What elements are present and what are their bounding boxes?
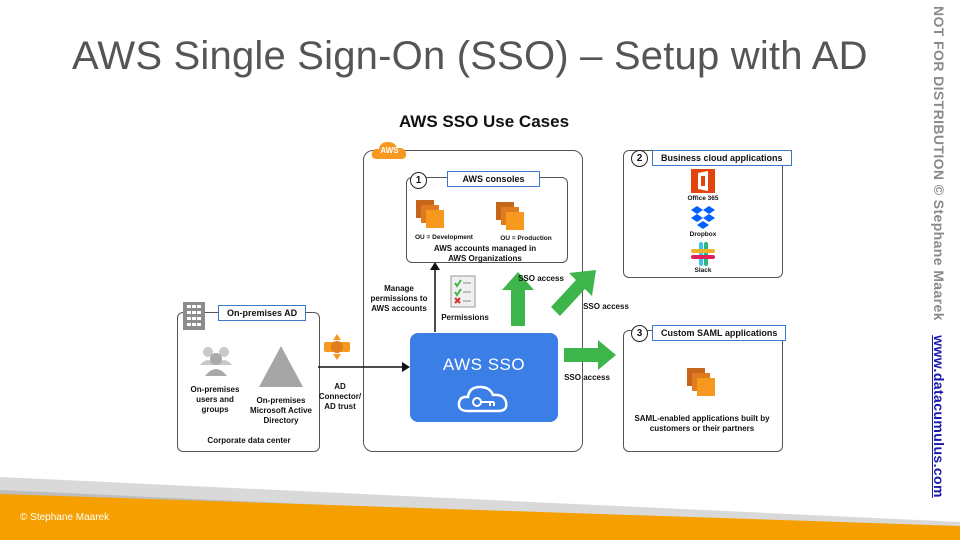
connector-label: AD Connector/ AD trust [318,382,362,411]
footer-band [0,477,960,540]
connector-arrow [318,362,410,372]
ou-development-icon [416,200,444,228]
slide-title: AWS Single Sign-On (SSO) – Setup with AD [72,34,868,78]
office-365-icon [691,169,715,193]
step-2-number: 2 [631,150,648,167]
saml-apps-description: SAML-enabled applications built by custo… [634,414,770,433]
sso-cloud-key-icon [457,385,508,413]
users-group-icon [200,347,232,376]
footer-copyright: © Stephane Maarek [20,512,110,523]
diagram-title: AWS SSO Use Cases [398,112,570,131]
slack-icon [691,242,715,266]
aws-sso-label: AWS SSO [442,355,526,374]
sso-access-arrow-right [564,340,616,370]
aws-sso-box: AWS SSO [410,333,558,422]
ou-production-label: OU = Production [500,235,552,242]
ad-connector-icon [324,334,350,360]
side-notice: NOT FOR DISTRIBUTION © Stephane Maarek w… [931,6,947,498]
onprem-ad-description: On-premises Microsoft Active Directory [250,396,312,425]
ou-development-label: OU = Development [415,234,473,241]
permissions-label: Permissions [441,313,489,322]
ou-production-icon [496,202,524,230]
active-directory-icon [259,346,303,387]
permissions-icon [450,275,476,308]
manage-permissions-arrow [430,262,440,332]
onprem-ad-label: On-premises AD [218,305,307,321]
accounts-label: AWS accounts managed in AWS Organization… [433,244,537,263]
business-apps-label: Business cloud applications [652,150,792,166]
aws-consoles-label: AWS consoles [447,171,540,187]
custom-saml-label: Custom SAML applications [652,325,787,341]
onprem-users-label: On-premises users and groups [190,385,240,414]
aws-cloud-icon: AWS [371,140,408,160]
step-1-number: 1 [410,172,427,189]
step-3-number: 3 [631,325,648,342]
aws-badge-text: AWS [380,146,399,155]
sso-access-label-right: SSO access [564,373,610,382]
sso-access-arrow-diagonal [551,270,596,316]
dropbox-icon [691,206,715,229]
sso-access-label-up: SSO access [518,274,564,283]
slack-label: Slack [694,267,712,274]
dropbox-label: Dropbox [689,231,717,238]
sso-access-arrow-up [502,272,534,326]
saml-app-icon [687,368,715,396]
distribution-notice: NOT FOR DISTRIBUTION © Stephane Maarek [931,6,947,321]
corporate-building-icon [183,302,205,330]
sso-access-label-diagonal: SSO access [583,302,629,311]
manage-permissions-label: Manage permissions to AWS accounts [370,284,428,313]
corporate-dc-label: Corporate data center [207,436,291,445]
office-365-label: Office 365 [687,195,719,202]
